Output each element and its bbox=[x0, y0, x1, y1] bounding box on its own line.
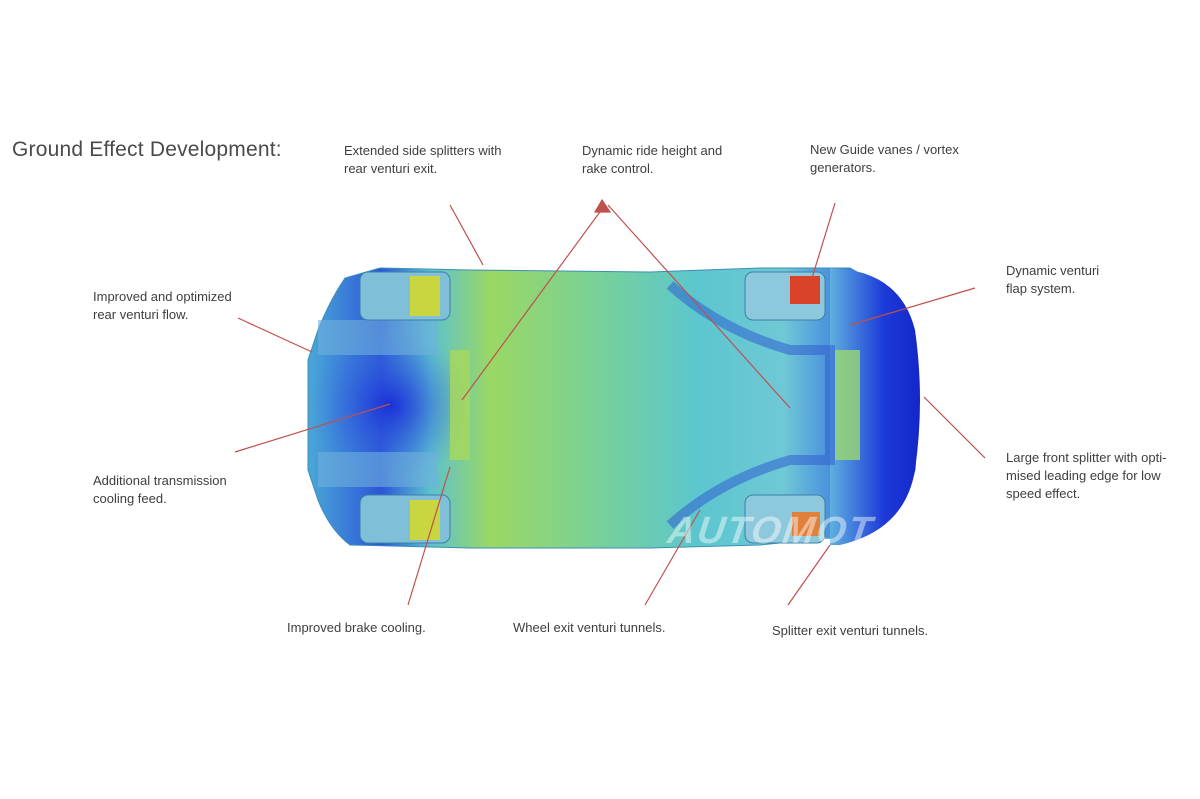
callout-wheel-exit: Wheel exit venturi tunnels. bbox=[513, 620, 666, 635]
rear-diffuser bbox=[310, 330, 470, 480]
callout-rear-venturi: Improved and optimized rear venturi flow… bbox=[93, 289, 232, 322]
front-splitter bbox=[830, 268, 920, 545]
callout-front-splitter: Large front splitter with opti- mised le… bbox=[1006, 450, 1167, 501]
callout-guide-vanes: New Guide vanes / vortex generators. bbox=[810, 142, 959, 175]
callout-arrows bbox=[234, 198, 986, 606]
vortex-generator-hotspot bbox=[790, 276, 820, 304]
callout-side-splitters: Extended side splitters with rear ventur… bbox=[344, 143, 502, 176]
callout-brake-cooling: Improved brake cooling. bbox=[287, 620, 426, 635]
callout-transmission: Additional transmission cooling feed. bbox=[93, 473, 227, 506]
callout-splitter-exit: Splitter exit venturi tunnels. bbox=[772, 623, 929, 638]
watermark: AUTOMOT bbox=[665, 510, 877, 552]
callout-ride-height: Dynamic ride height and rake control. bbox=[582, 143, 723, 176]
callout-venturi-flap: Dynamic venturi flap system. bbox=[1006, 263, 1100, 296]
page-title: Ground Effect Development: bbox=[12, 138, 282, 161]
